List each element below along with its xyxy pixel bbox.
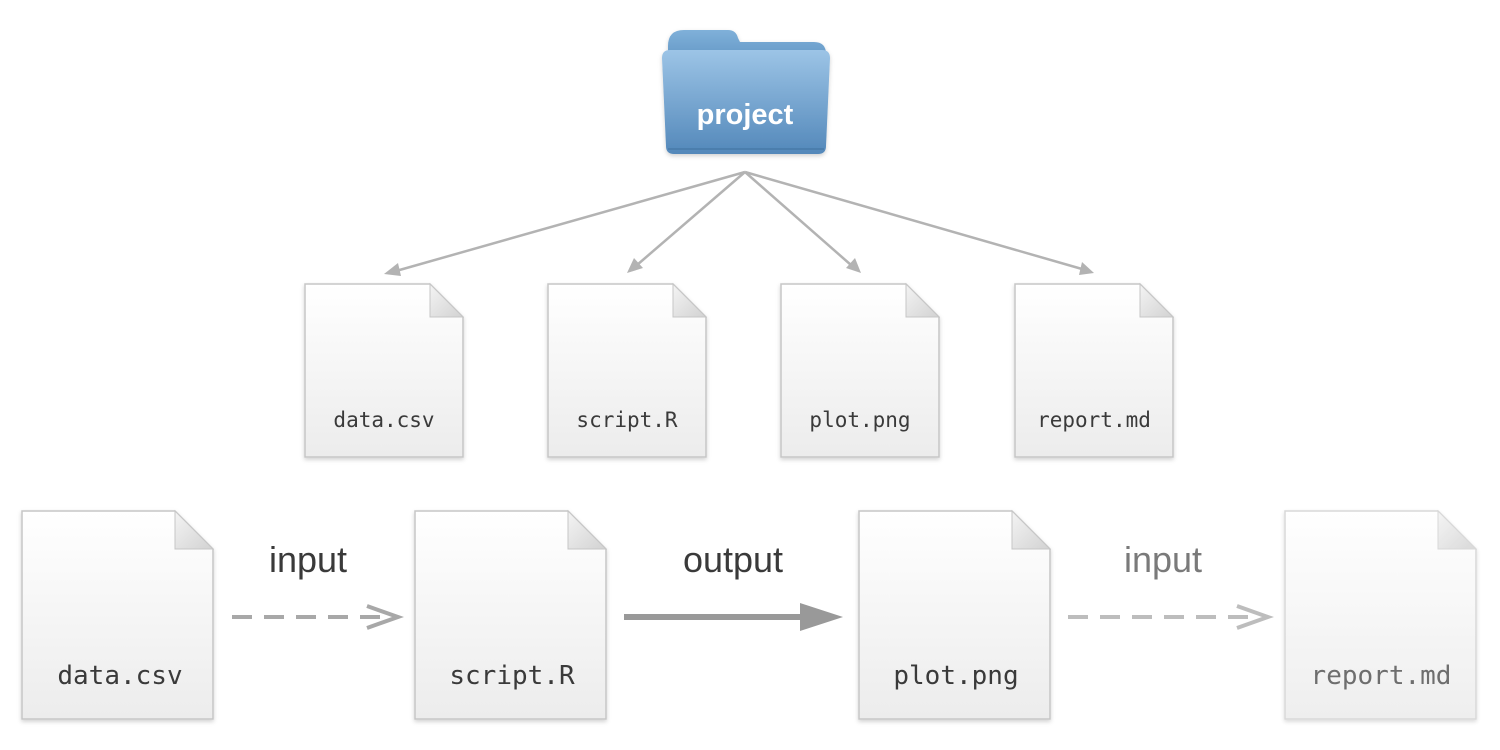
tree-file[interactable]: report.md: [1014, 282, 1175, 458]
solid-arrow: [624, 603, 843, 631]
pipeline-step-faded: input: [1068, 539, 1274, 630]
tree-file[interactable]: plot.png: [780, 282, 941, 458]
pipeline-step: input: [232, 539, 404, 630]
document-icon: [304, 282, 465, 458]
file-name: data.csv: [333, 408, 434, 432]
tree-arrow: [744, 171, 861, 273]
project-folder[interactable]: project: [662, 30, 830, 154]
tree-arrow: [744, 170, 1094, 275]
document-icon: [414, 509, 608, 720]
document-icon: [780, 282, 941, 458]
dashed-arrow: [232, 604, 404, 630]
dashed-arrow: [1068, 604, 1274, 630]
pipeline-file[interactable]: data.csv: [21, 509, 215, 720]
file-name: script.R: [576, 408, 678, 432]
pipeline-step: output: [624, 539, 843, 631]
tree-arrows: [384, 170, 1094, 276]
file-name: data.csv: [57, 661, 182, 691]
document-icon: [858, 509, 1052, 720]
document-icon: [21, 509, 215, 720]
step-label: output: [683, 539, 783, 580]
pipeline-file[interactable]: script.R: [414, 509, 608, 720]
file-name: report.md: [1311, 661, 1452, 691]
document-icon: [1284, 509, 1478, 720]
tree-arrow: [384, 170, 746, 276]
document-icon: [1014, 282, 1175, 458]
file-name: plot.png: [893, 661, 1018, 691]
file-name: report.md: [1037, 408, 1151, 432]
tree-file[interactable]: script.R: [547, 282, 708, 458]
folder-icon: [662, 30, 830, 154]
pipeline-file[interactable]: plot.png: [858, 509, 1052, 720]
tree-file[interactable]: data.csv: [304, 282, 465, 458]
step-label: input: [1124, 539, 1202, 580]
folder-label: project: [697, 99, 794, 131]
file-name: script.R: [449, 661, 575, 691]
file-name: plot.png: [809, 408, 910, 432]
step-label: input: [269, 539, 347, 580]
pipeline-file-faded[interactable]: report.md: [1284, 509, 1478, 720]
document-icon: [547, 282, 708, 458]
tree-arrow: [627, 171, 746, 273]
